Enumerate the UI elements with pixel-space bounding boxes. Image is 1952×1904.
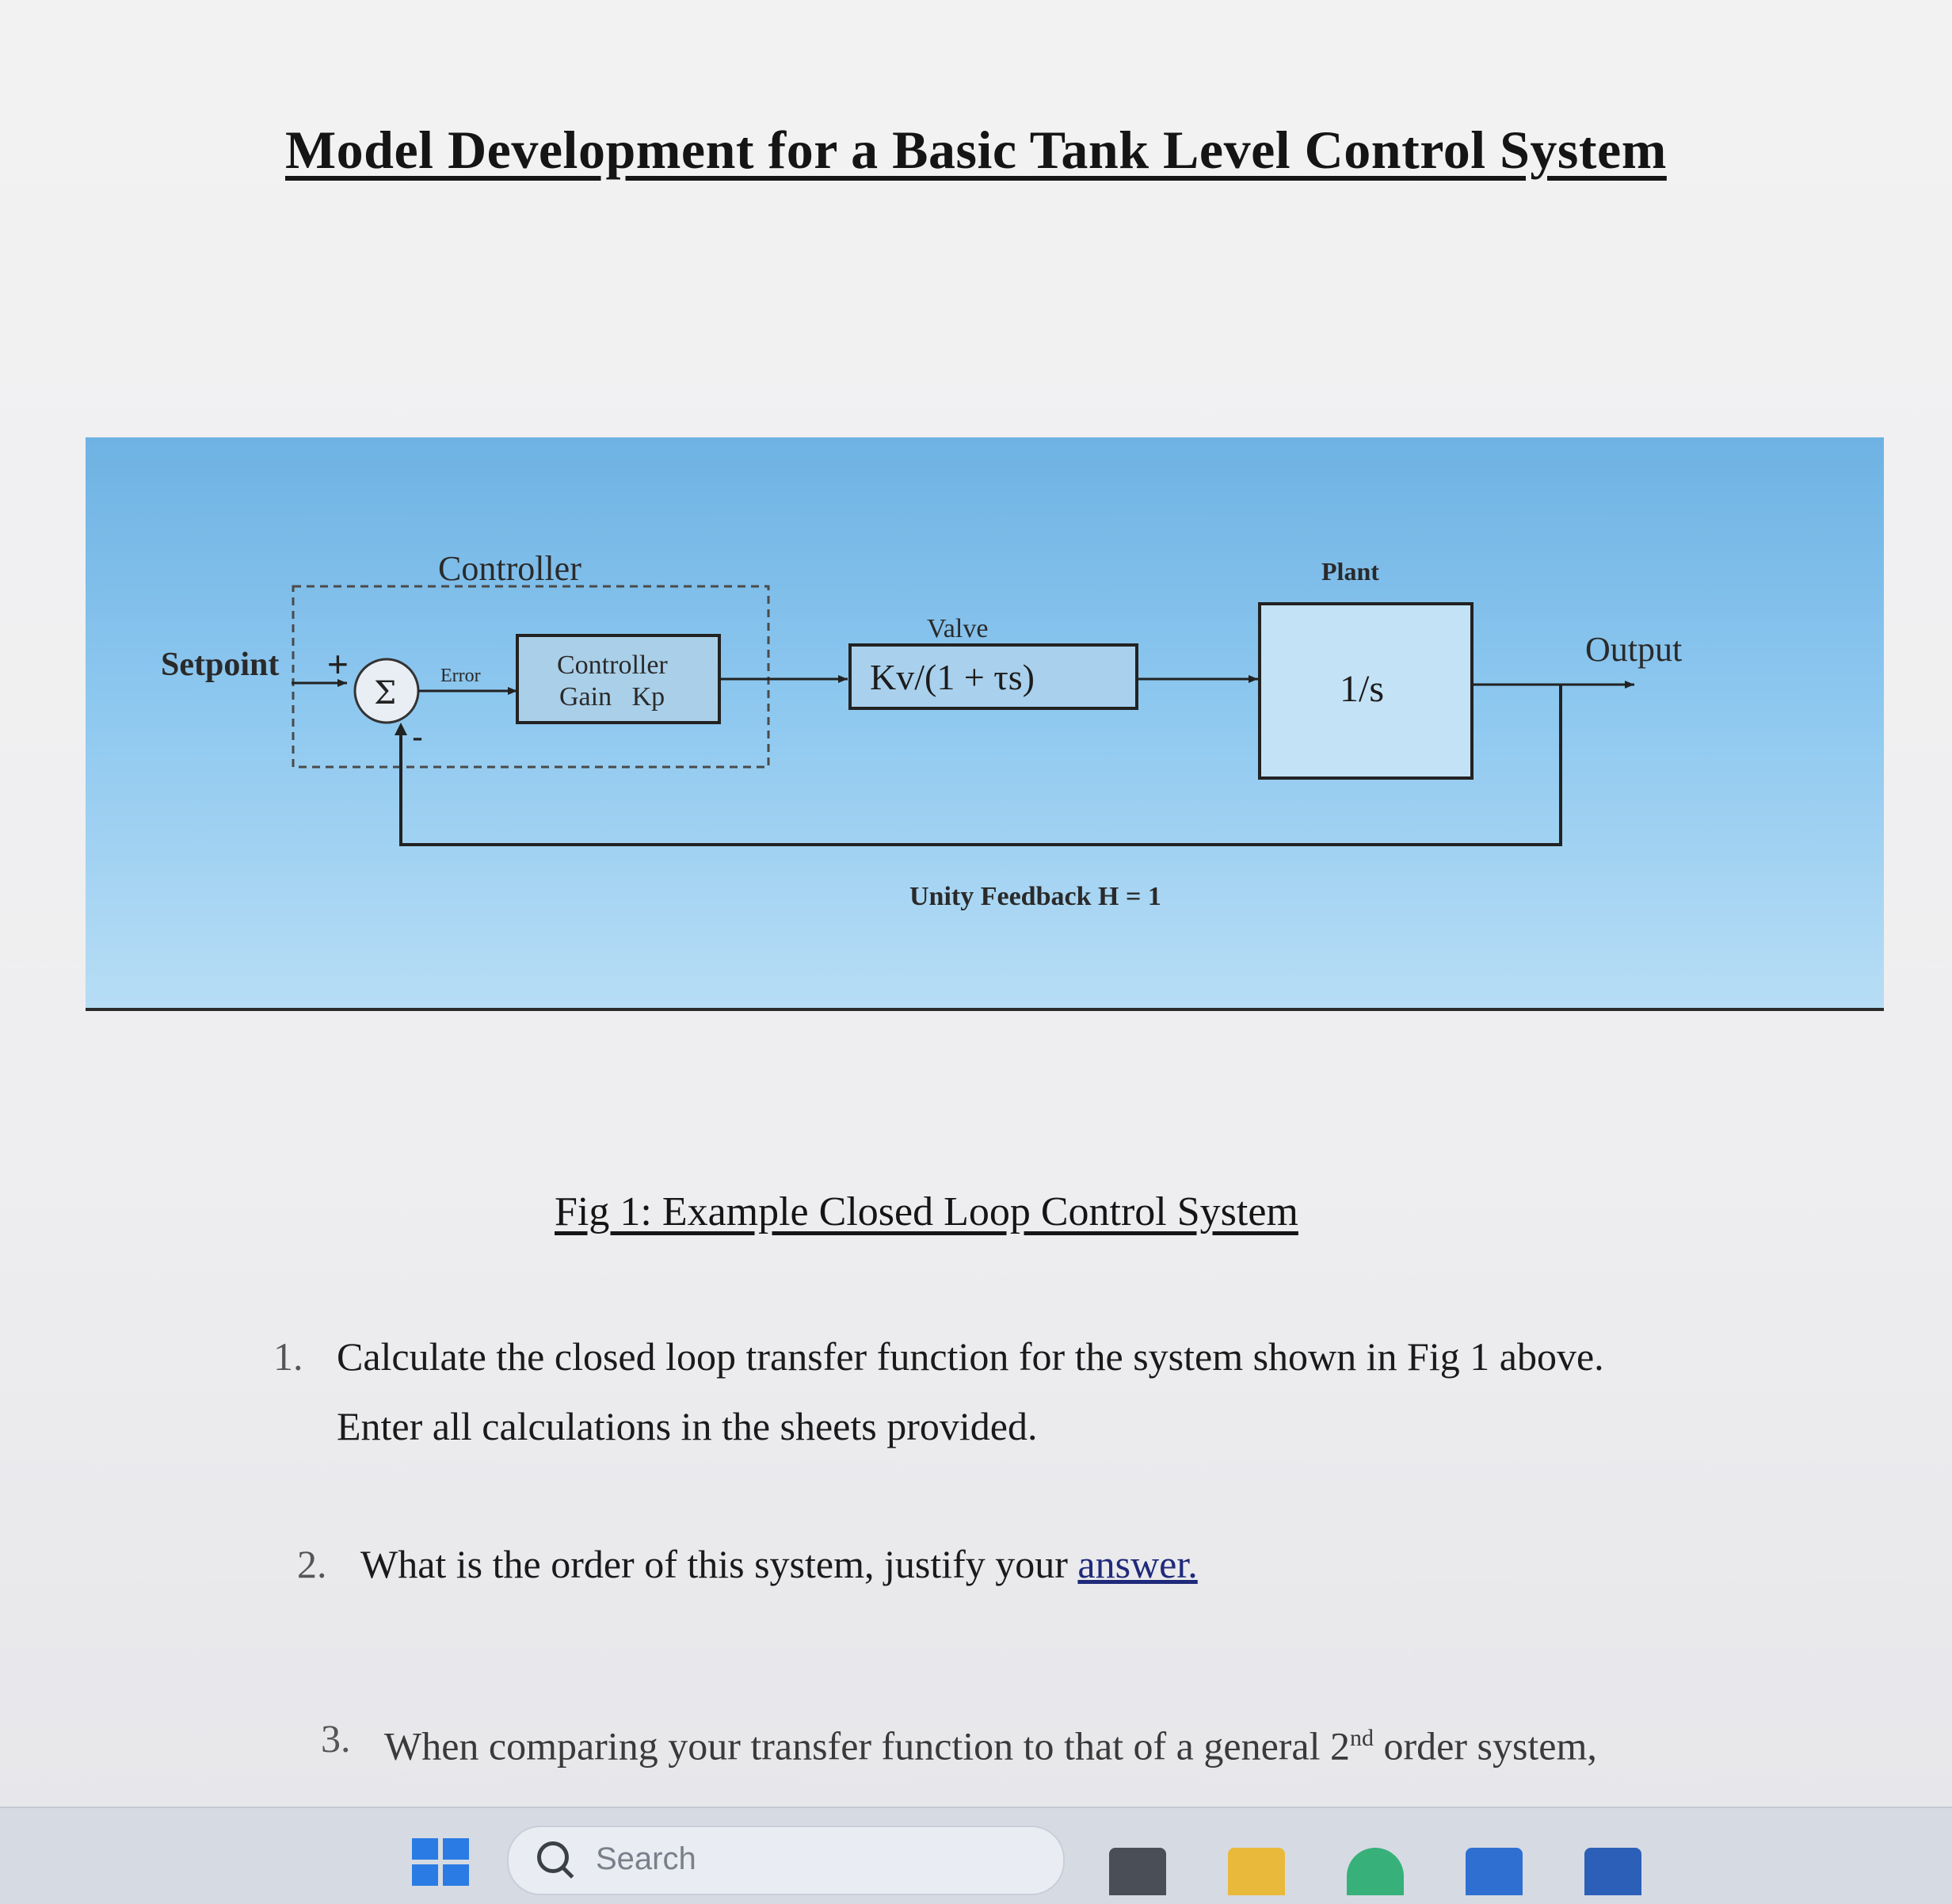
block-diagram: Controller Setpoint + Σ - Error Controll… <box>161 549 1682 911</box>
plus-sign: + <box>327 643 349 685</box>
taskbar: Search <box>0 1807 1952 1904</box>
question-1: 1. Calculate the closed loop transfer fu… <box>273 1322 1699 1461</box>
question-3-text-after: order system, <box>1374 1723 1597 1769</box>
question-3-superscript: nd <box>1350 1725 1374 1751</box>
controller-gain-line1: Controller <box>557 651 668 680</box>
feedback-path <box>399 685 1562 846</box>
question-2-text: What is the order of this system, justif… <box>360 1542 1078 1586</box>
question-1-text: Calculate the closed loop transfer funct… <box>337 1334 1604 1448</box>
minus-sign: - <box>412 718 423 755</box>
plant-transfer-function: 1/s <box>1340 668 1384 710</box>
question-2-answer-link[interactable]: answer. <box>1077 1542 1198 1586</box>
taskbar-search-placeholder: Search <box>596 1841 696 1876</box>
search-icon <box>537 1841 569 1873</box>
controller-gain-block <box>516 634 721 724</box>
windows-start-icon[interactable] <box>412 1838 469 1886</box>
controller-group-label: Controller <box>438 549 581 588</box>
controller-group-box <box>292 585 770 769</box>
valve-block <box>848 643 1138 710</box>
plant-label: Plant <box>1321 557 1379 586</box>
taskbar-app-icon[interactable] <box>1584 1848 1641 1895</box>
document-title: Model Development for a Basic Tank Level… <box>285 120 1667 180</box>
question-1-number: 1. <box>273 1334 303 1379</box>
question-2: 2. What is the order of this system, jus… <box>297 1529 1707 1599</box>
feedback-label: Unity Feedback H = 1 <box>909 882 1161 911</box>
question-2-number: 2. <box>297 1542 327 1586</box>
controller-gain-line2: Gain Kp <box>559 682 665 712</box>
taskbar-app-icon[interactable] <box>1347 1848 1404 1895</box>
file-explorer-icon[interactable] <box>1228 1848 1285 1895</box>
question-3-number: 3. <box>321 1716 351 1761</box>
feedback-arrowhead <box>395 723 407 735</box>
question-3: 3. When comparing your transfer function… <box>321 1704 1731 1781</box>
valve-transfer-function: Kv/(1 + τs) <box>870 657 1035 697</box>
setpoint-label: Setpoint <box>161 647 279 683</box>
taskbar-app-icon[interactable] <box>1109 1848 1166 1895</box>
plant-block <box>1258 602 1474 780</box>
question-3-text-before: When comparing your transfer function to… <box>384 1723 1350 1769</box>
valve-label: Valve <box>927 614 988 643</box>
figure-caption: Fig 1: Example Closed Loop Control Syste… <box>555 1189 1298 1234</box>
taskbar-search-box[interactable]: Search <box>507 1826 1065 1895</box>
block-diagram-figure: Controller Setpoint + Σ - Error Controll… <box>86 437 1884 1011</box>
output-label: Output <box>1585 630 1682 669</box>
sum-symbol: Σ <box>374 675 396 712</box>
taskbar-app-icon[interactable] <box>1466 1848 1523 1895</box>
error-label: Error <box>440 666 481 686</box>
